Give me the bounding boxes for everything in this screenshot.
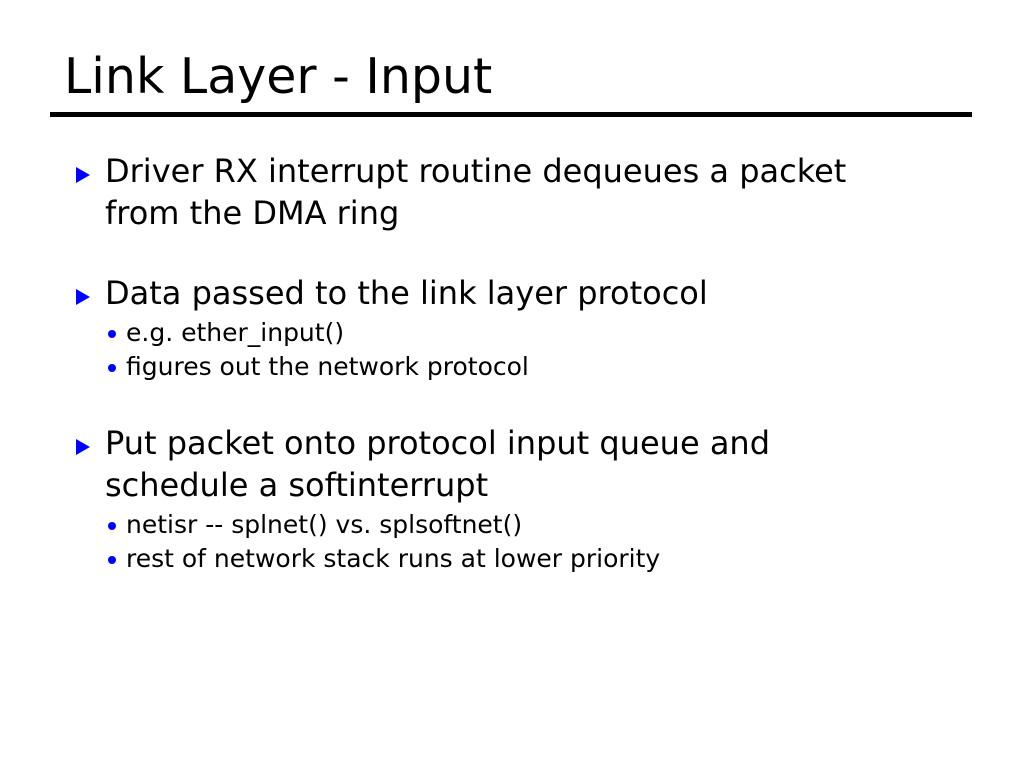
bullet-group: Driver RX interrupt routine dequeues a p… [0,150,1024,234]
blue-triangle-bullet-icon [76,289,90,305]
bullet-item: Put packet onto protocol input queue and… [0,422,1024,506]
blue-dot-bullet-icon [108,364,116,372]
sub-bullet-list: e.g. ether_input() figures out the netwo… [0,316,1024,384]
sub-bullet-list: netisr -- splnet() vs. splsoftnet() rest… [0,508,1024,576]
sub-bullet-item: rest of network stack runs at lower prio… [0,542,1024,576]
sub-bullet-text: rest of network stack runs at lower prio… [126,544,661,573]
slide-body: Driver RX interrupt routine dequeues a p… [0,150,1024,576]
sub-bullet-item: netisr -- splnet() vs. splsoftnet() [0,508,1024,542]
sub-bullet-item: e.g. ether_input() [0,316,1024,350]
title-underline-rule [50,112,972,117]
bullet-text: Data passed to the link layer protocol [105,274,708,312]
blue-dot-bullet-icon [108,522,116,530]
sub-bullet-text: netisr -- splnet() vs. splsoftnet() [126,510,523,539]
sub-bullet-text: figures out the network protocol [126,352,529,381]
bullet-group: Data passed to the link layer protocol e… [0,272,1024,384]
bullet-text: Driver RX interrupt routine dequeues a p… [105,152,847,232]
blue-dot-bullet-icon [108,330,116,338]
blue-triangle-bullet-icon [76,167,90,183]
bullet-item: Driver RX interrupt routine dequeues a p… [0,150,1024,234]
blue-dot-bullet-icon [108,556,116,564]
bullet-text: Put packet onto protocol input queue and… [105,424,771,504]
bullet-item: Data passed to the link layer protocol [0,272,1024,314]
bullet-group: Put packet onto protocol input queue and… [0,422,1024,576]
sub-bullet-item: figures out the network protocol [0,350,1024,384]
blue-triangle-bullet-icon [76,439,90,455]
slide-title: Link Layer - Input [64,48,493,105]
sub-bullet-text: e.g. ether_input() [126,318,345,347]
